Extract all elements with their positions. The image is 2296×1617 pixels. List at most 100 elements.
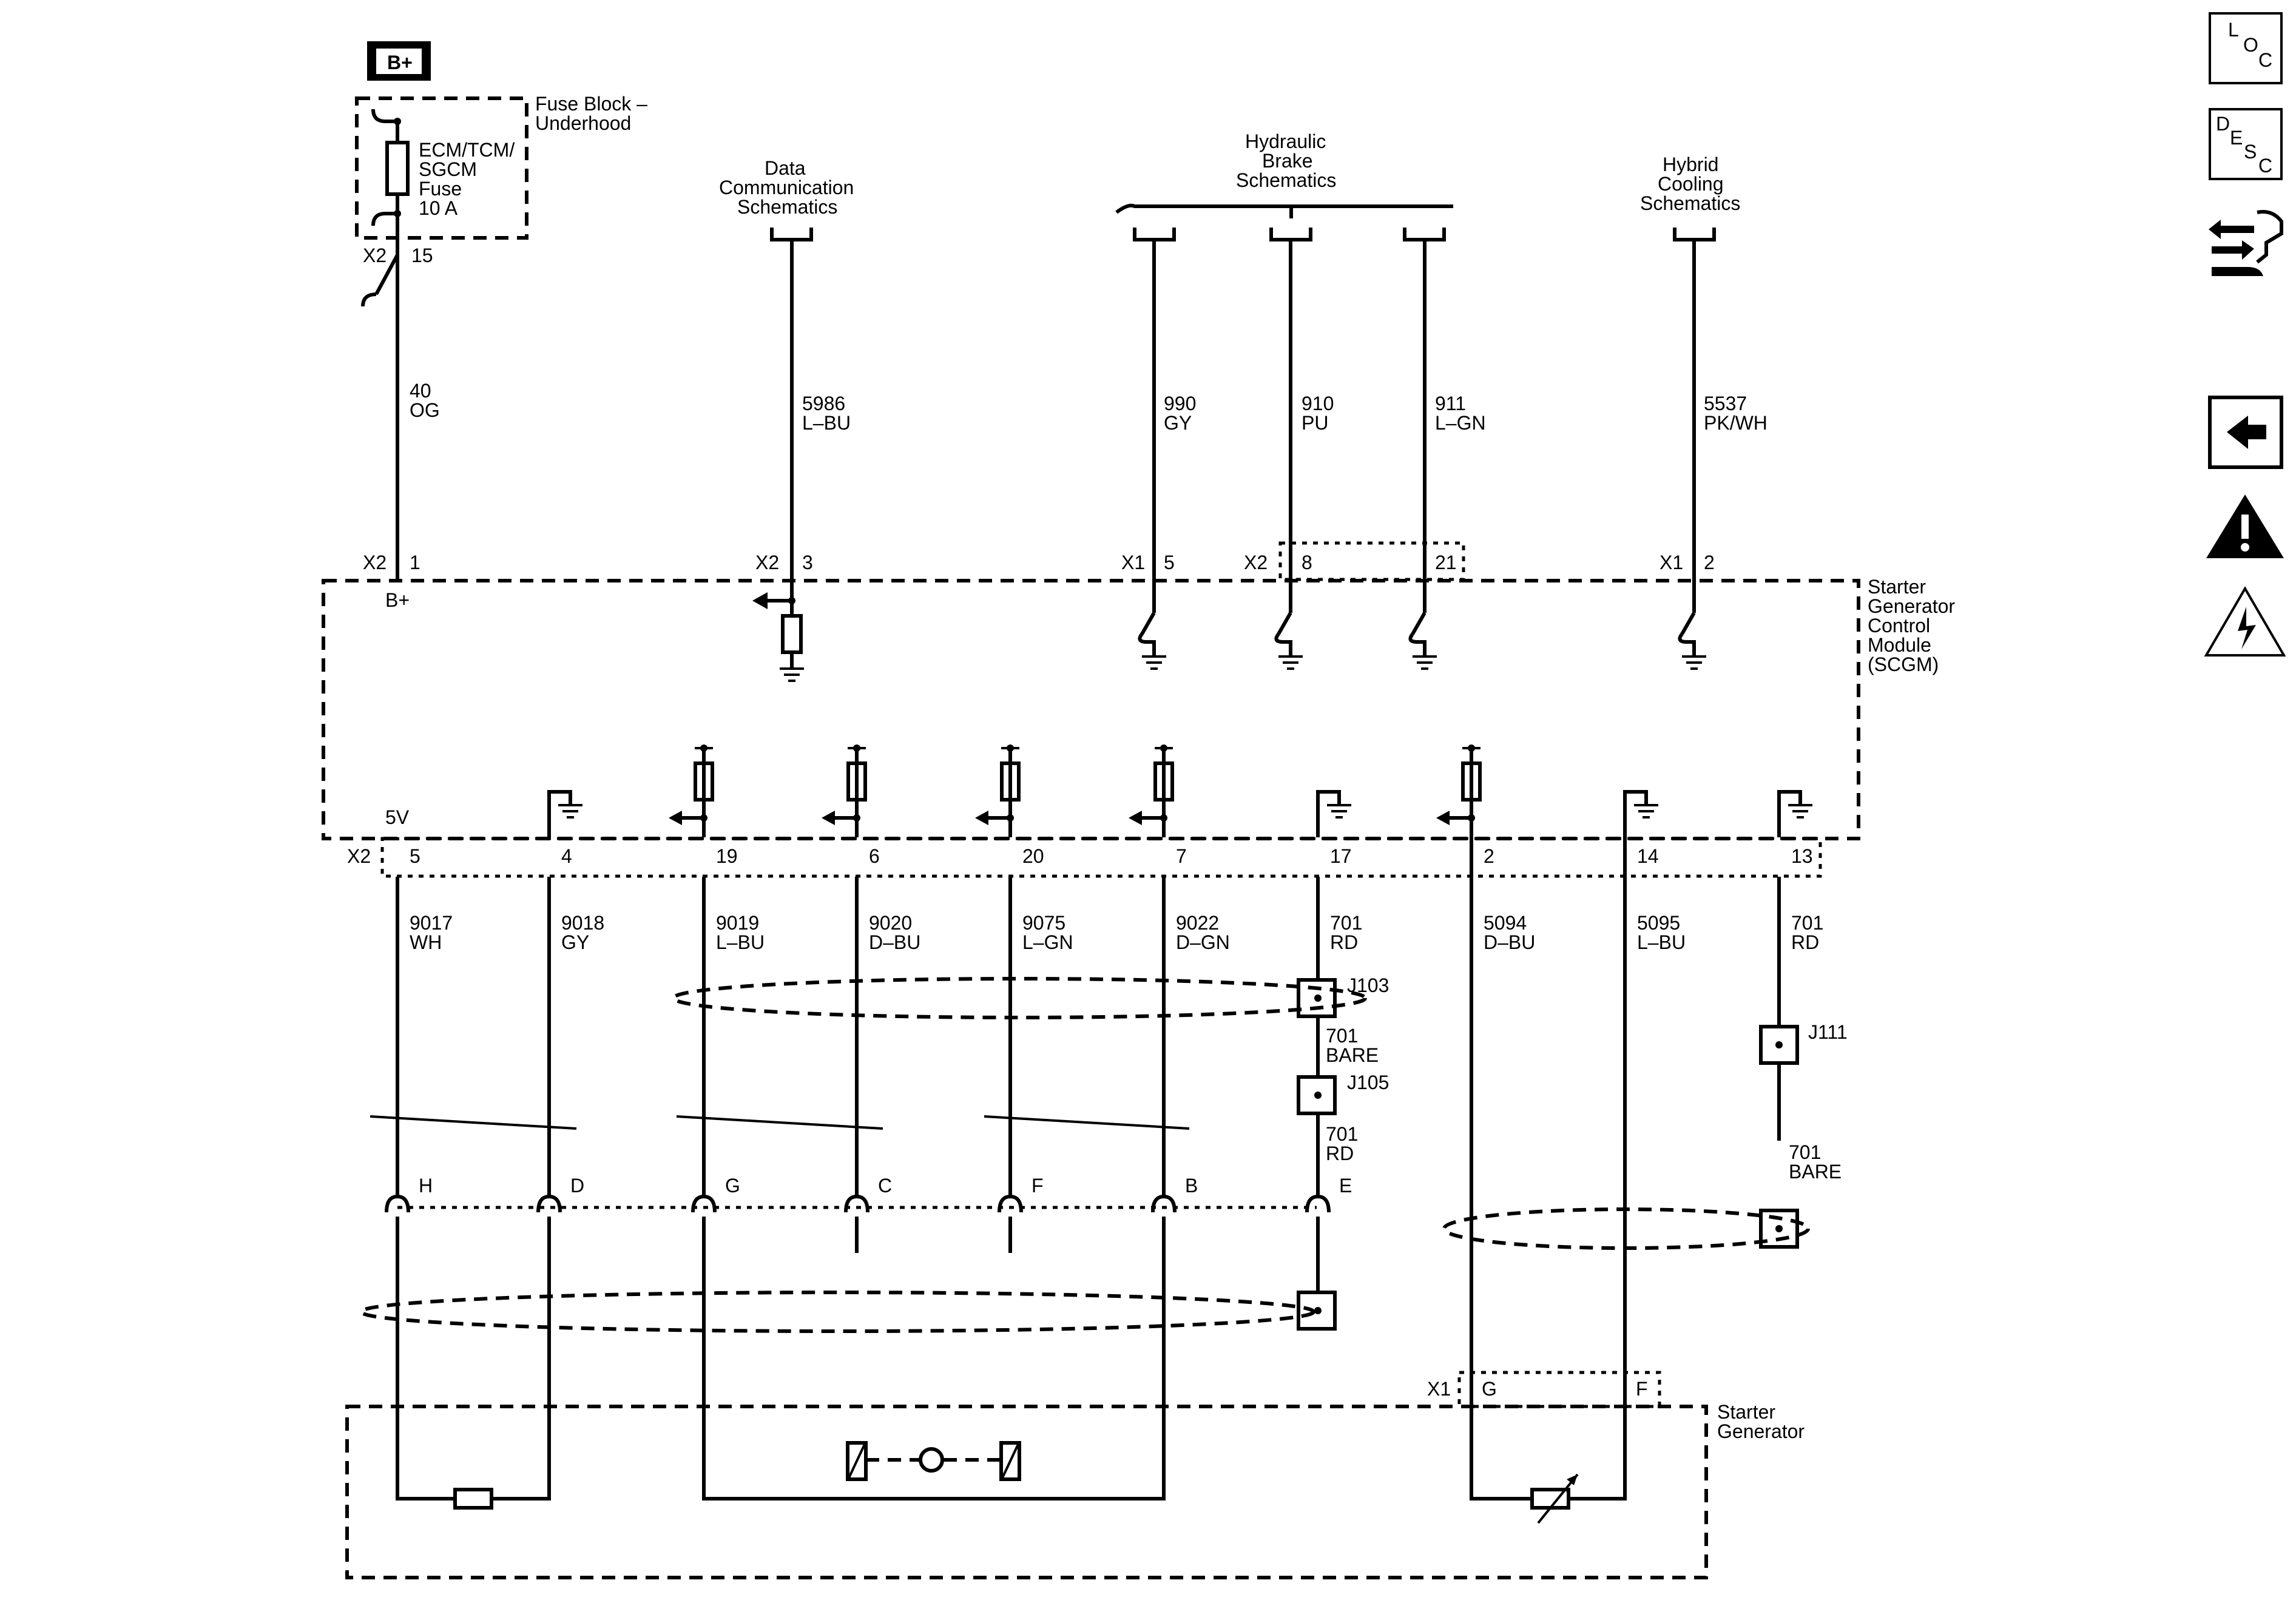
inline-cavity-label: G: [725, 1175, 740, 1197]
upper-conn-label: X2: [363, 552, 387, 573]
splice-j105: [1297, 1075, 1337, 1115]
high-voltage-icon[interactable]: [2204, 586, 2286, 657]
svg-text:O: O: [2243, 34, 2258, 56]
switch-ground-icon: [1274, 612, 1303, 670]
data-comm-ref-2[interactable]: Communication: [719, 177, 854, 198]
data-comm-ref-1[interactable]: Data: [765, 157, 806, 179]
svg-text:D: D: [2216, 113, 2230, 135]
hydraulic-ref-1[interactable]: Hydraulic: [1245, 130, 1326, 152]
svg-text:E: E: [2230, 127, 2243, 149]
upper-wire-label: 5537 PK/WH: [1704, 393, 1768, 434]
hydraulic-bracket: [1115, 203, 1453, 214]
svg-text:L–BU: L–BU: [802, 412, 851, 434]
lower-conn-label: X2: [347, 845, 371, 867]
fuse-label-2: SGCM: [419, 158, 477, 180]
fuse-conn: X2: [363, 245, 387, 266]
hybrid-ref-2[interactable]: Cooling: [1658, 173, 1724, 195]
svg-text:910: 910: [1302, 393, 1334, 414]
lower-wire-color: D–GN: [1176, 931, 1230, 953]
svg-text:OG: OG: [410, 399, 440, 421]
lower-wire-color: D–BU: [1484, 931, 1535, 953]
svg-text:C: C: [2258, 155, 2272, 177]
warning-icon[interactable]: [2206, 495, 2284, 558]
svg-text:40: 40: [410, 380, 431, 402]
lower-wire-circuit: 9018: [561, 912, 604, 934]
twisted-pair-mark: [676, 1115, 883, 1130]
fuse-label-1: ECM/TCM/: [419, 139, 515, 161]
loc-icon[interactable]: L O C: [2209, 12, 2283, 84]
svg-text:5537: 5537: [1704, 393, 1747, 414]
hybrid-connector: [1673, 228, 1716, 241]
lower-wire-color: WH: [410, 931, 442, 953]
inline-cavity-label: H: [419, 1175, 433, 1197]
upper-pin-label: 5: [1164, 552, 1175, 573]
hydraulic-ref-2[interactable]: Brake: [1262, 150, 1313, 172]
upper-wire-label: 5986 L–BU: [802, 393, 851, 434]
starter-generator: [345, 1405, 1708, 1579]
svg-text:S: S: [2244, 141, 2257, 163]
splice-drain-end: [1297, 1291, 1337, 1331]
lower-wire-color: RD: [1791, 931, 1819, 953]
module-name-2: Generator: [1868, 595, 1955, 617]
switch-ground-icon: [1408, 612, 1437, 670]
back-arrow-icon[interactable]: [2208, 396, 2283, 469]
lower-wire-color: GY: [561, 931, 589, 953]
fuse-symbol: [385, 141, 410, 196]
lower-wire-color: L–GN: [1022, 931, 1073, 953]
upper-pin-label: 1: [410, 552, 420, 573]
lower-wire-color: L–BU: [1637, 931, 1686, 953]
upper-conn-label: X1: [1121, 552, 1145, 573]
starter-pin-g: G: [1482, 1378, 1497, 1400]
scgm-module: [322, 579, 1860, 840]
lower-wire-circuit: 701: [1791, 912, 1823, 934]
upper-conn-label: X2: [755, 552, 779, 573]
twisted-pair-mark: [370, 1115, 577, 1130]
svg-text:GY: GY: [1164, 412, 1192, 434]
lower-wire-circuit: 5095: [1637, 912, 1680, 934]
svg-text:5986: 5986: [802, 393, 845, 414]
splice-j111: [1759, 1025, 1799, 1065]
hydraulic-ref-3[interactable]: Schematics: [1236, 169, 1336, 191]
svg-text:990: 990: [1164, 393, 1196, 414]
twisted-pair-mark: [984, 1115, 1190, 1130]
lower-connector-outline: [380, 837, 1822, 878]
splice-j111-end: [1759, 1209, 1799, 1249]
lower-wire-color: L–BU: [716, 931, 765, 953]
hybrid-ref-1[interactable]: Hybrid: [1663, 154, 1718, 175]
module-name-3: Control: [1868, 615, 1930, 636]
upper-connector-outline: [1278, 541, 1465, 581]
connector-tool-icon[interactable]: [2209, 210, 2283, 276]
b-plus-label: B+: [387, 52, 413, 73]
svg-text:911: 911: [1435, 393, 1466, 414]
data-comm-ref-3[interactable]: Schematics: [737, 196, 837, 218]
starter-conn-label: X1: [1427, 1378, 1451, 1400]
switch-ground-icon: [1138, 612, 1166, 670]
lower-pin-label: 20: [1022, 845, 1044, 867]
splice-wire-label: 701: [1326, 1025, 1358, 1047]
splice-wire-label: RD: [1326, 1143, 1354, 1164]
starter-connector-outline: [1457, 1371, 1661, 1408]
ground-icon: [780, 667, 804, 682]
inline-cavity-label: D: [570, 1175, 584, 1197]
lower-pin-label: 6: [869, 845, 880, 867]
upper-wire-label: 40 OG: [410, 380, 440, 421]
pulldown-resistor: [781, 614, 803, 654]
resolver-winding-1: [453, 1488, 493, 1510]
splice-j111-label: J111: [1808, 1021, 1848, 1043]
splice-j105-label: J105: [1347, 1072, 1389, 1093]
splice-j103-label: J103: [1347, 974, 1389, 996]
svg-text:PK/WH: PK/WH: [1704, 412, 1768, 434]
upper-conn-label: X1: [1660, 552, 1683, 573]
desc-icon[interactable]: D E S C: [2209, 108, 2283, 180]
fuse-block-title: Fuse Block –: [535, 93, 647, 115]
lower-wire-circuit: 9017: [410, 912, 453, 934]
data-input-arrow-icon: [752, 592, 768, 609]
inline-cavity-label: E: [1339, 1175, 1352, 1197]
hybrid-ref-3[interactable]: Schematics: [1640, 192, 1740, 214]
svg-text:L–GN: L–GN: [1435, 412, 1486, 434]
